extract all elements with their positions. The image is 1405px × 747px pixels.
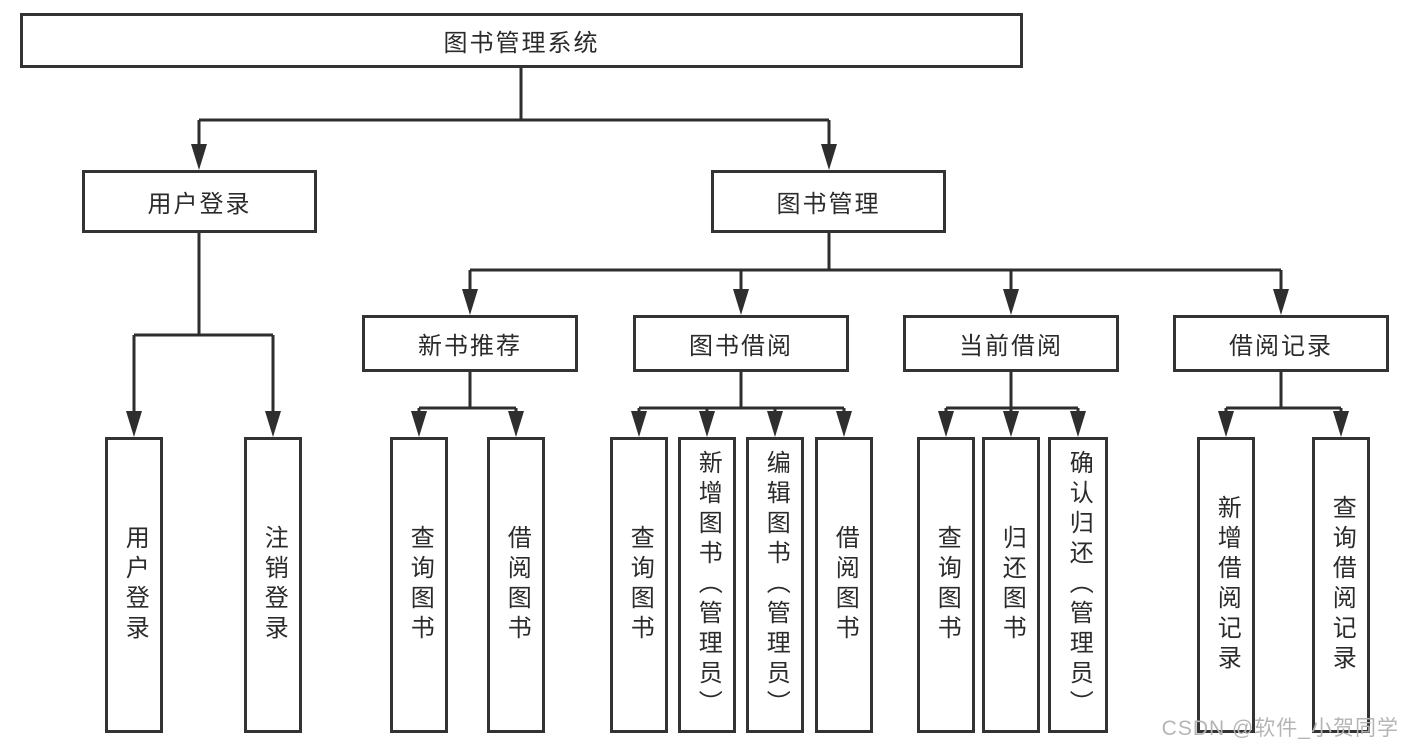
node-book-borrow: 图书借阅: [633, 315, 849, 372]
node-leaf-current-query-label: 查询图书: [933, 525, 961, 645]
node-book-borrow-label: 图书借阅: [689, 333, 793, 360]
connector-borrow-record-children: [1218, 372, 1349, 437]
node-leaf-borrow-borrow-label: 借阅图书: [831, 525, 859, 645]
node-leaf-current-query: 查询图书: [917, 437, 975, 733]
arrowhead-icon: [821, 144, 837, 170]
node-user-login-label: 用户登录: [147, 191, 252, 218]
node-leaf-record-add: 新增借阅记录: [1197, 437, 1255, 733]
node-leaf-record-add-label: 新增借阅记录: [1213, 495, 1241, 675]
node-leaf-borrow-add-label: 新增图书（管理员）: [694, 450, 722, 720]
arrowhead-icon: [733, 289, 749, 315]
node-leaf-recommend-borrow: 借阅图书: [487, 437, 545, 733]
node-leaf-borrow-add: 新增图书（管理员）: [678, 437, 736, 733]
arrowhead-icon: [191, 144, 207, 170]
arrowhead-icon: [411, 411, 427, 437]
node-leaf-current-return-label: 归还图书: [998, 525, 1026, 645]
arrowhead-icon: [462, 289, 478, 315]
node-root: 图书管理系统: [20, 13, 1023, 68]
connector-root-to-level2: [191, 68, 837, 170]
arrowhead-icon: [836, 411, 852, 437]
node-new-book-recommend-label: 新书推荐: [418, 333, 522, 360]
node-borrow-record: 借阅记录: [1173, 315, 1389, 372]
arrowhead-icon: [699, 411, 715, 437]
node-leaf-current-confirm-label: 确认归还（管理员）: [1065, 450, 1093, 720]
arrowhead-icon: [1273, 289, 1289, 315]
arrowhead-icon: [938, 411, 954, 437]
node-leaf-recommend-borrow-label: 借阅图书: [503, 525, 531, 645]
node-leaf-record-query: 查询借阅记录: [1312, 437, 1370, 733]
node-borrow-record-label: 借阅记录: [1229, 333, 1333, 360]
arrowhead-icon: [1070, 411, 1086, 437]
node-leaf-user-login: 用户登录: [105, 437, 163, 733]
node-leaf-current-return: 归还图书: [982, 437, 1040, 733]
node-book-management-label: 图书管理: [776, 191, 881, 218]
node-leaf-borrow-query: 查询图书: [610, 437, 668, 733]
connector-book-borrow-children: [631, 372, 852, 437]
arrowhead-icon: [1003, 411, 1019, 437]
node-current-borrow-label: 当前借阅: [959, 333, 1063, 360]
node-leaf-recommend-query: 查询图书: [390, 437, 448, 733]
connector-user-login-children: [126, 233, 281, 437]
node-current-borrow: 当前借阅: [903, 315, 1119, 372]
node-user-login: 用户登录: [82, 170, 317, 233]
node-leaf-borrow-edit-label: 编辑图书（管理员）: [762, 450, 790, 720]
node-leaf-borrow-borrow: 借阅图书: [815, 437, 873, 733]
arrowhead-icon: [631, 411, 647, 437]
connector-new-book-recommend-children: [411, 372, 524, 437]
node-leaf-record-query-label: 查询借阅记录: [1328, 495, 1356, 675]
arrowhead-icon: [767, 411, 783, 437]
node-leaf-recommend-query-label: 查询图书: [406, 525, 434, 645]
node-leaf-borrow-edit: 编辑图书（管理员）: [746, 437, 804, 733]
arrowhead-icon: [265, 411, 281, 437]
connector-current-borrow-children: [938, 372, 1086, 437]
node-leaf-current-confirm: 确认归还（管理员）: [1048, 437, 1108, 733]
node-leaf-user-login-label: 用户登录: [121, 525, 149, 645]
arrowhead-icon: [1333, 411, 1349, 437]
node-root-label: 图书管理系统: [443, 30, 600, 57]
arrowhead-icon: [126, 411, 142, 437]
csdn-watermark: CSDN @软件_小贺同学: [1161, 717, 1399, 740]
arrowhead-icon: [508, 411, 524, 437]
node-leaf-logout-label: 注销登录: [260, 525, 288, 645]
node-book-management: 图书管理: [711, 170, 946, 233]
node-leaf-borrow-query-label: 查询图书: [626, 525, 654, 645]
node-leaf-logout: 注销登录: [244, 437, 302, 733]
connector-book-management-children: [462, 233, 1289, 315]
arrowhead-icon: [1003, 289, 1019, 315]
arrowhead-icon: [1218, 411, 1234, 437]
node-new-book-recommend: 新书推荐: [362, 315, 578, 372]
